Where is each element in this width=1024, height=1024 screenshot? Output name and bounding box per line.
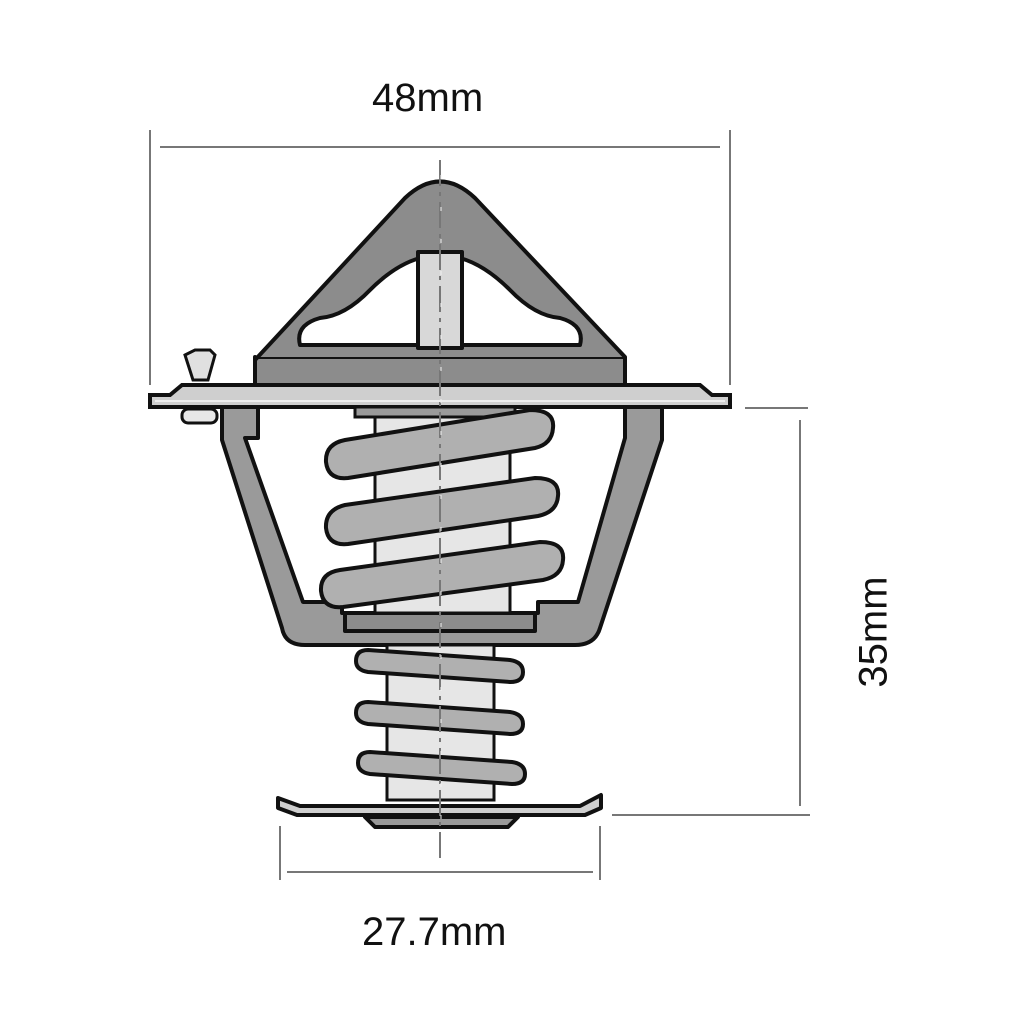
- base-width-label: 27.7mm: [362, 910, 507, 954]
- bottom-plate: [276, 793, 603, 829]
- flange-width-label: 48mm: [372, 76, 484, 120]
- dimension-lines: [149, 130, 810, 880]
- jiggle-valve: [180, 348, 219, 425]
- upper-spring: [318, 407, 566, 610]
- flange: [148, 383, 732, 409]
- overall-height-label: 35mm: [851, 576, 896, 688]
